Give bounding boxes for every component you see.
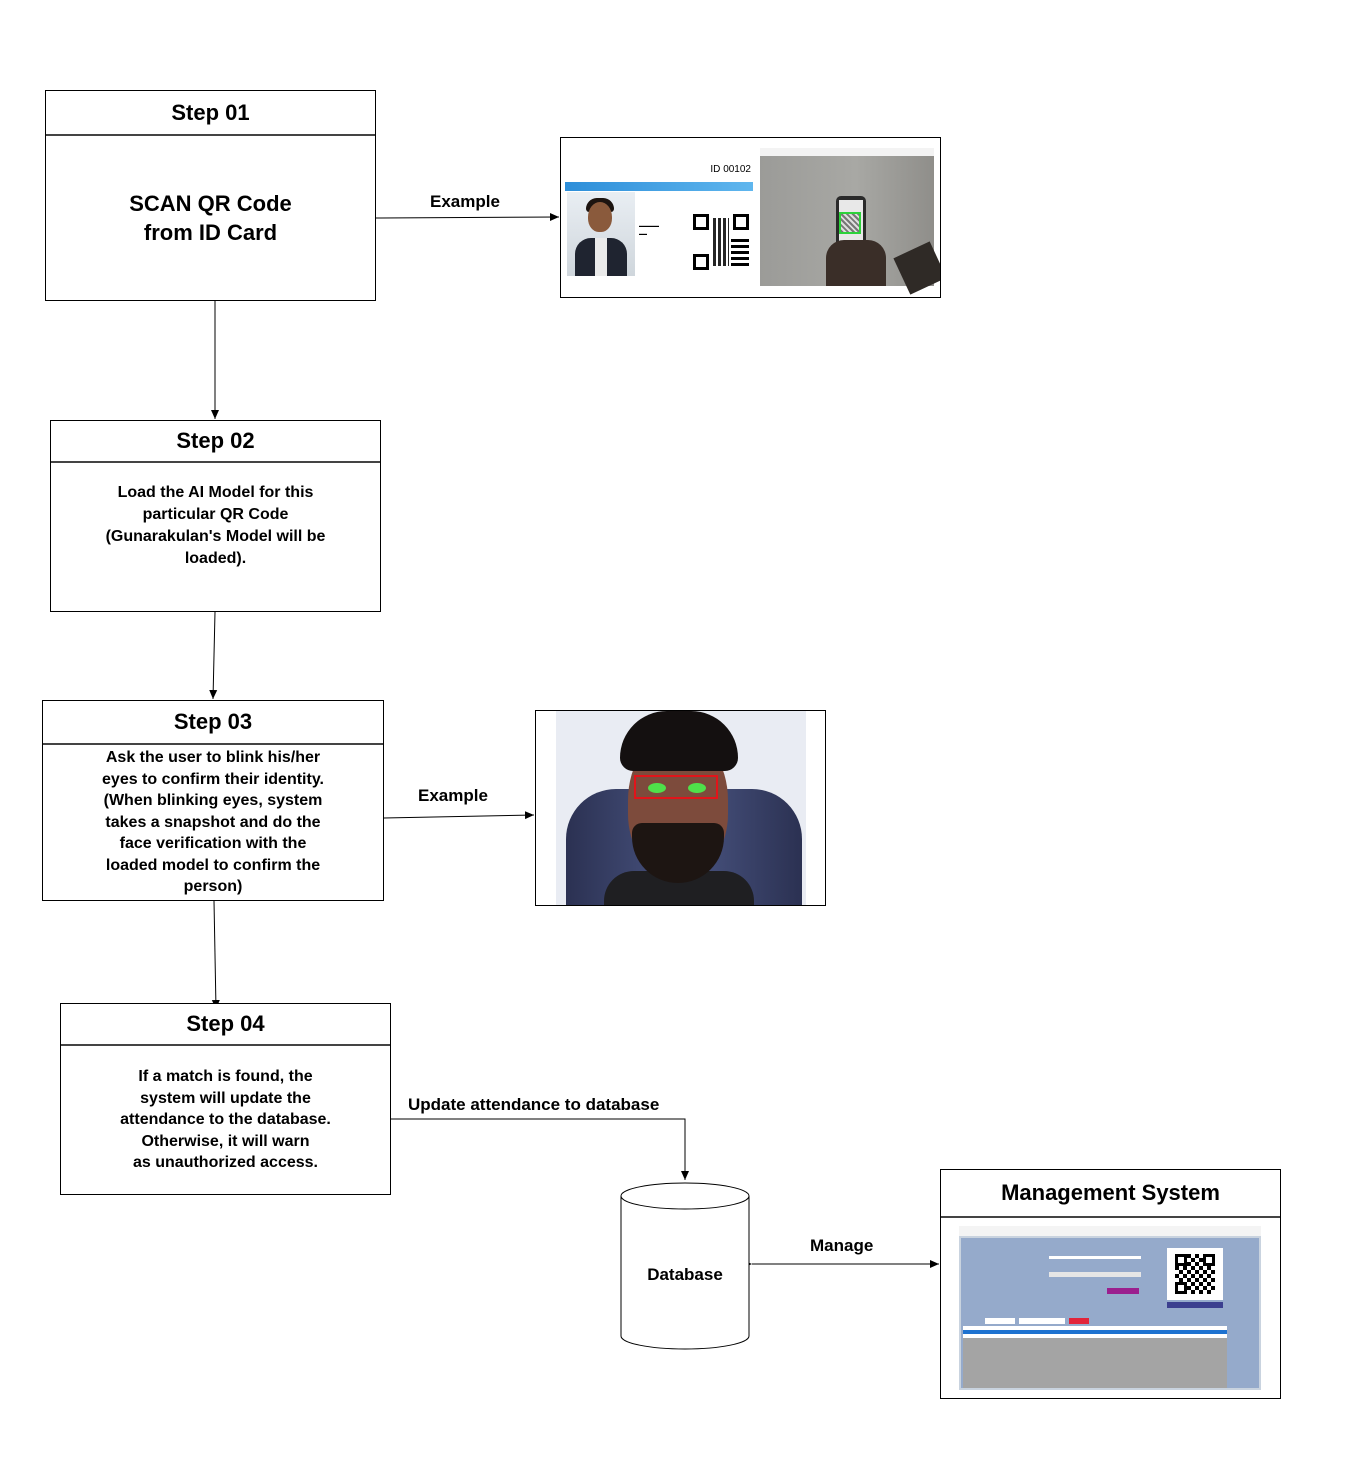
- card-name-text: ▬▬▬▬▬▬▬: [639, 223, 659, 236]
- arrow-step1-to-example: [375, 213, 560, 222]
- step-line: from ID Card: [143, 220, 278, 245]
- id-card: ID 00102 ▬▬▬▬▬▬▬: [565, 152, 753, 276]
- edge-label-example: Example: [418, 786, 488, 805]
- step-line: Ask the user to blink his/her: [105, 749, 321, 767]
- card-stripe: [565, 182, 753, 191]
- save-qr-button: [1167, 1302, 1223, 1308]
- employee-id-field: [1049, 1256, 1141, 1259]
- arrow-step2-to-step3: [209, 611, 218, 700]
- arrow-step4-to-database: [391, 1118, 689, 1180]
- step-line: particular QR Code: [142, 506, 289, 523]
- step-line: as unauthorized access.: [133, 1154, 318, 1172]
- step-line: (When blinking eyes, system: [103, 792, 323, 810]
- table-row: [963, 1334, 1227, 1338]
- id-card-header: ID 00102: [695, 164, 751, 181]
- eye-blink-detection-image: [535, 710, 826, 906]
- qr-code-icon: [1167, 1248, 1223, 1300]
- step-description: Ask the user to blink his/her eyes to co…: [43, 745, 383, 900]
- detected-qr-icon: [839, 212, 861, 234]
- step-title: Step 02: [51, 421, 380, 463]
- table-row-selected: [963, 1330, 1227, 1334]
- management-system-box: Management System: [940, 1169, 1281, 1399]
- delete-button: [1069, 1318, 1089, 1324]
- webcam-frame: [760, 148, 940, 295]
- id-card-scan-image: ID 00102 ▬▬▬▬▬▬▬: [560, 137, 941, 298]
- step-line: Otherwise, it will warn: [141, 1132, 310, 1150]
- edge-label-update: Update attendance to database: [408, 1095, 660, 1114]
- step-line: Load the AI Model for this: [117, 484, 314, 501]
- step-title: Step 04: [61, 1004, 390, 1046]
- step-line: If a match is found, the: [138, 1068, 313, 1086]
- database-cylinder: [620, 1182, 750, 1350]
- app-menubar: [959, 1226, 1261, 1236]
- database-label: Database: [647, 1265, 723, 1284]
- portrait-photo: [567, 192, 635, 276]
- step-02-box: Step 02 Load the AI Model for this parti…: [50, 420, 381, 612]
- name-field: [1049, 1272, 1141, 1277]
- step-line: loaded model to confirm the: [105, 856, 321, 874]
- start-tracking-button: [1107, 1288, 1139, 1294]
- step-03-box: Step 03 Ask the user to blink his/her ey…: [42, 700, 384, 901]
- id-number: 00102: [723, 164, 751, 175]
- step-title: Step 01: [46, 91, 375, 136]
- step-line: person): [183, 878, 243, 896]
- search-by-select: [985, 1318, 1015, 1324]
- eye-left-icon: [648, 783, 666, 793]
- edge-label-manage: Manage: [810, 1236, 874, 1255]
- id-label: ID: [710, 164, 721, 175]
- step-line: takes a snapshot and do the: [105, 813, 321, 831]
- step-title: Step 03: [43, 701, 383, 745]
- eye-detection-box: [634, 775, 718, 799]
- search-input: [1019, 1318, 1065, 1324]
- step-line: (Gunarakulan's Model will be: [105, 528, 326, 545]
- arrow-step3-to-example: [383, 811, 535, 820]
- step-line: eyes to confirm their identity.: [102, 770, 324, 788]
- arm: [893, 241, 940, 295]
- step-01-box: Step 01 SCAN QR Code from ID Card: [45, 90, 376, 301]
- management-app-screenshot: [959, 1226, 1261, 1390]
- step-description: SCAN QR Code from ID Card: [46, 136, 375, 300]
- step-description: If a match is found, the system will upd…: [61, 1046, 390, 1194]
- step-line: attendance to the database.: [120, 1111, 331, 1129]
- arrow-step3-to-step4: [211, 900, 220, 1010]
- hand: [826, 240, 886, 286]
- eye-right-icon: [688, 783, 706, 793]
- step-description: Load the AI Model for this particular QR…: [51, 463, 380, 611]
- window-titlebar: [760, 148, 934, 156]
- step-line: SCAN QR Code: [129, 191, 292, 216]
- app-panel: [961, 1238, 1259, 1388]
- qr-code-icon: [693, 214, 749, 270]
- step-04-box: Step 04 If a match is found, the system …: [60, 1003, 391, 1195]
- edge-label-example: Example: [430, 192, 500, 211]
- step-line: loaded).: [184, 550, 247, 567]
- table-header: [963, 1326, 1227, 1330]
- step-line: face verification with the: [119, 835, 307, 853]
- step-line: system will update the: [140, 1089, 311, 1107]
- management-title: Management System: [941, 1170, 1280, 1218]
